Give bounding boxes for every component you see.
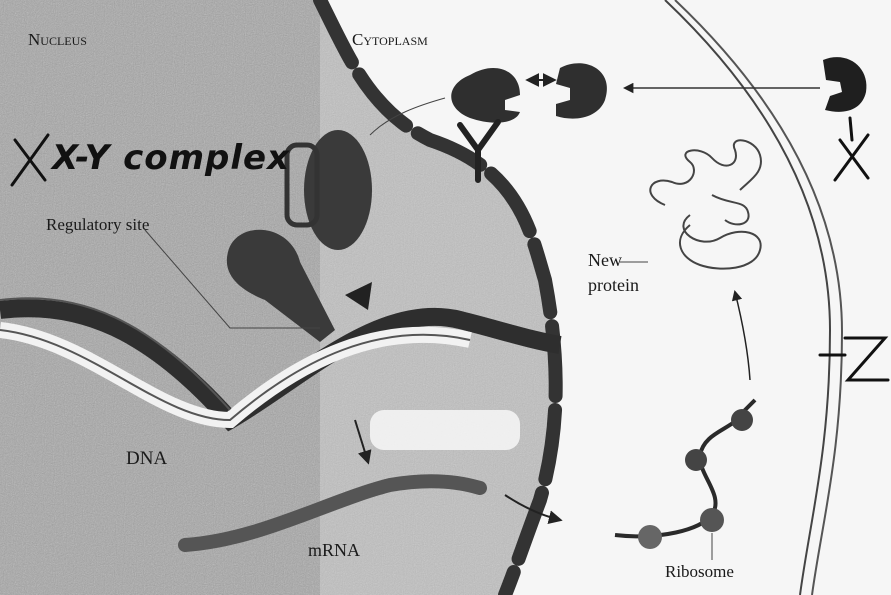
x-y-complex-handwriting: X-Y complex [52, 138, 290, 178]
new-protein-label-line1: New [588, 250, 622, 271]
new-protein-label-line2: protein [588, 275, 639, 296]
mrna-label: mRNA [308, 540, 360, 561]
ribosome-label: Ribosome [665, 562, 734, 582]
regulatory-site-label: Regulatory site [46, 215, 149, 235]
dna-label: DNA [126, 448, 167, 470]
cytoplasm-label: Cytoplasm [352, 30, 428, 50]
nucleus-label: Nucleus [28, 30, 87, 50]
